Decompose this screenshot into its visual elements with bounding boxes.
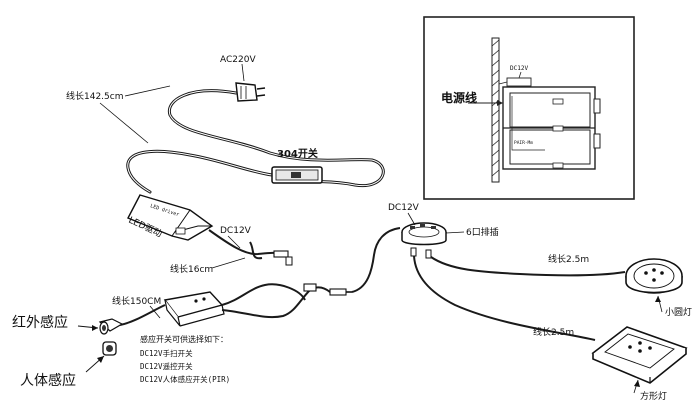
cable-25-b-label: 线长2.5m bbox=[533, 326, 574, 338]
cabinet-upper-shelf bbox=[509, 92, 591, 128]
dc-out-2-label: DC12V bbox=[388, 203, 420, 213]
light-cables bbox=[413, 255, 626, 341]
round-light bbox=[625, 258, 683, 294]
inset-light-2 bbox=[552, 125, 564, 132]
hub-cable bbox=[351, 227, 401, 293]
sensor-option-3: DC12V人体感应开关(PIR) bbox=[140, 374, 230, 384]
dc-connector-1 bbox=[273, 250, 293, 266]
cable-16-label: 线长16cm bbox=[170, 263, 213, 275]
inset-driver bbox=[506, 77, 532, 87]
main-cable bbox=[126, 89, 385, 194]
sensor-option-1: DC12V手扫开关 bbox=[140, 348, 193, 358]
inset-light-1 bbox=[552, 98, 564, 105]
inset-dc-label: DC12V bbox=[510, 65, 528, 72]
handle-upper bbox=[593, 98, 601, 114]
infrared-probe bbox=[98, 318, 124, 335]
dc-plug-2 bbox=[303, 283, 352, 296]
sensor-option-2: DC12V遥控开关 bbox=[140, 361, 193, 371]
hub-6port-label: 6口排插 bbox=[466, 226, 499, 238]
round-light-label: 小圆灯 bbox=[665, 307, 692, 318]
inset-light-3 bbox=[552, 162, 564, 169]
led-driver: LED driver bbox=[127, 194, 214, 241]
ac-plug bbox=[235, 82, 266, 102]
handle-lower bbox=[593, 133, 601, 149]
square-light-label: 方形灯 bbox=[640, 390, 667, 402]
cabinet-inset: 电源线 DC12V PAIR-Mm bbox=[423, 16, 635, 200]
inset-power-line-label: 电源线 bbox=[441, 90, 477, 105]
body-probe bbox=[102, 341, 117, 356]
square-light bbox=[591, 326, 688, 384]
switch-304-label: 304开关 bbox=[277, 147, 318, 160]
hub-connectors bbox=[410, 247, 432, 259]
sensor-wires bbox=[119, 283, 331, 326]
sensor-notes: 感应开关可供选择如下： DC12V手扫开关 DC12V遥控开关 DC12V人体感… bbox=[140, 334, 230, 384]
body-sensor-label: 人体感应 bbox=[20, 372, 76, 389]
cabinet-lower-shelf bbox=[509, 129, 591, 165]
switch-304 bbox=[271, 166, 323, 184]
ac-input-label: AC220V bbox=[220, 55, 256, 65]
infrared-sensor-label: 红外感应 bbox=[12, 314, 68, 331]
cable-25-a-label: 线长2.5m bbox=[548, 253, 589, 265]
cable-main-label: 线长142.5cm bbox=[66, 90, 123, 102]
cable-150-label: 线长150CM bbox=[112, 295, 161, 307]
inset-small-label: PAIR-Mm bbox=[514, 140, 533, 146]
sensor-module bbox=[163, 291, 225, 327]
dc-out-1-label: DC12V bbox=[220, 226, 252, 236]
hub-6port bbox=[401, 222, 447, 246]
sensor-note-title: 感应开关可供选择如下： bbox=[140, 334, 228, 344]
